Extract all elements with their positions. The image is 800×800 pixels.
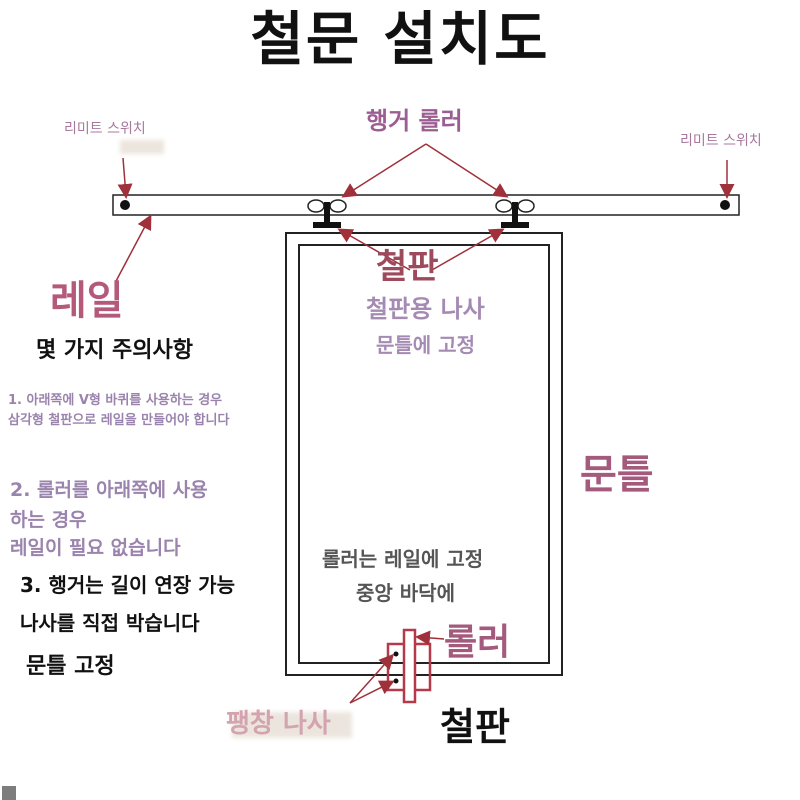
- steel-plate-label-bottom: 철판: [440, 705, 510, 749]
- notes-heading: 몇 가지 주의사항: [36, 338, 193, 363]
- steel-plate-label-top: 철판: [376, 247, 439, 287]
- rail-bar: [112, 194, 740, 216]
- hanger-roller-label: 행거 롤러: [366, 107, 463, 135]
- hanger-roller-right: [495, 199, 535, 228]
- limit-switch-label-left: 리미트 스위치: [64, 121, 146, 137]
- frame-fix-label: 문틀에 고정: [376, 333, 475, 357]
- door-frame-label: 문틀: [580, 452, 654, 498]
- arrows: [114, 143, 735, 704]
- steel-plate-screw-label: 철판용 나사: [366, 295, 485, 323]
- rail-hole-right: [720, 200, 730, 210]
- rail-label: 레일: [50, 278, 124, 324]
- page-title: 철문 설치도: [250, 5, 550, 73]
- note2-line2: 하는 경우: [10, 509, 87, 531]
- roller-label: 롤러: [444, 622, 511, 663]
- limit-switch-label-right: 리미트 스위치: [680, 133, 762, 149]
- hanger-roller-left: [307, 199, 347, 228]
- note2-line3: 레일이 필요 없습니다: [10, 537, 181, 559]
- note1-line1: 1. 아래쪽에 V형 바퀴를 사용하는 경우: [8, 393, 223, 408]
- note1-line2: 삼각형 철판으로 레일을 만들어야 합니다: [8, 413, 230, 428]
- corner-square-icon: [2, 786, 16, 800]
- note3-line1: 3. 행거는 길이 연장 가능: [20, 573, 235, 597]
- rail-hole-left: [120, 200, 130, 210]
- door-frame-inner: [298, 244, 550, 664]
- roller-fixed-label-line2: 중앙 바닥에: [356, 581, 455, 605]
- note3-line2: 나사를 직접 박습니다: [20, 611, 200, 635]
- door-frame-outer: [285, 232, 563, 676]
- bottom-roller-bracket: [386, 628, 432, 704]
- note3-line3: 문틀 고정: [26, 654, 115, 679]
- roller-fixed-label-line1: 롤러는 레일에 고정: [322, 547, 484, 571]
- note2-line1: 2. 롤러를 아래쪽에 사용: [10, 479, 208, 501]
- expansion-screw-label: 팽창 나사: [226, 709, 331, 739]
